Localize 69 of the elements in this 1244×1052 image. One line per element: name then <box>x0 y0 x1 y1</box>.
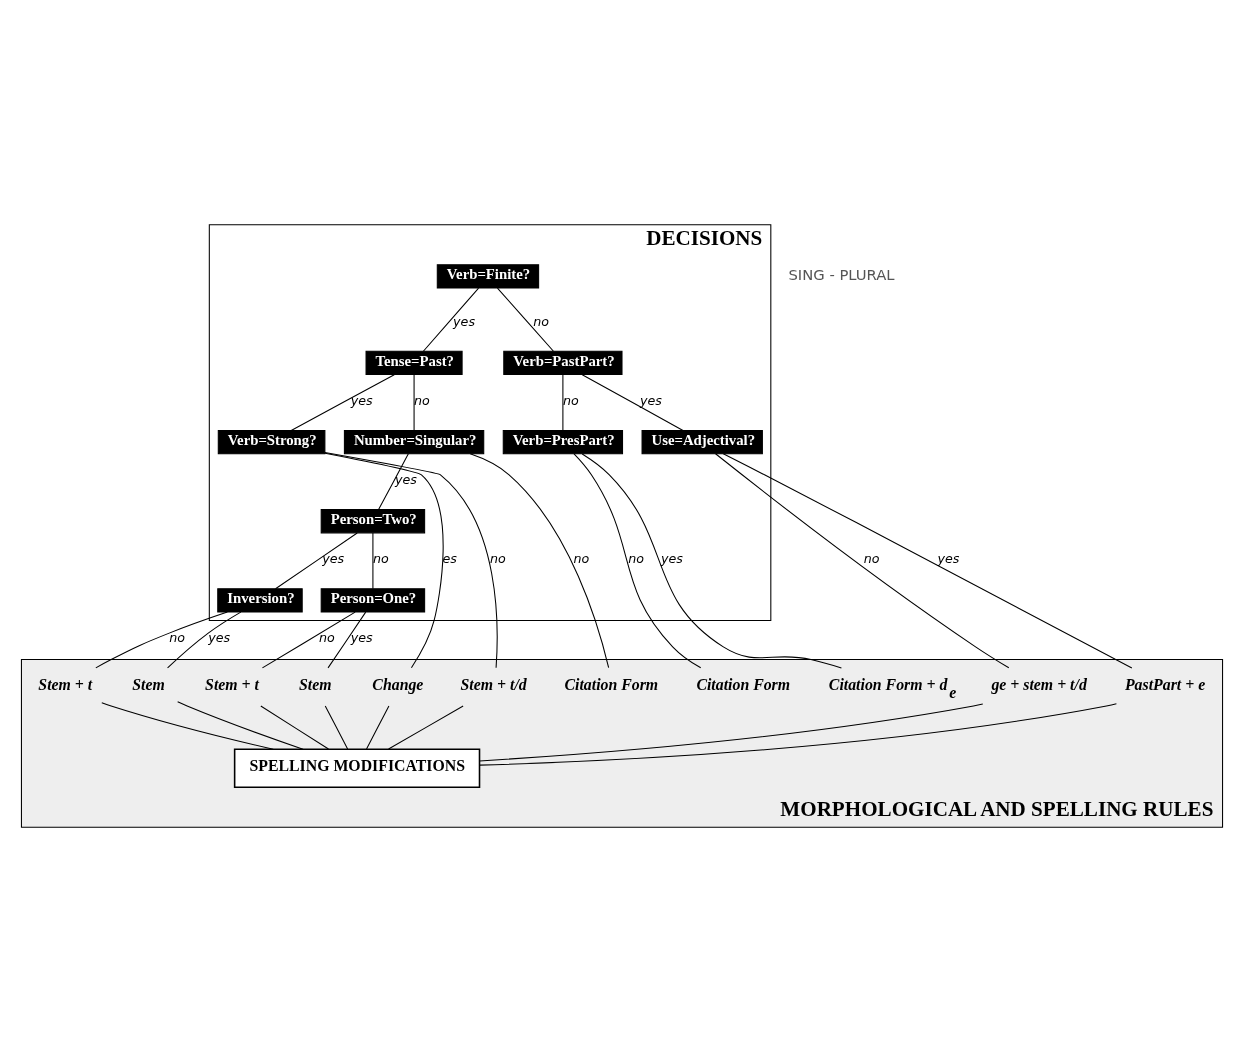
connector <box>177 701 304 750</box>
connector <box>581 374 684 431</box>
connector <box>327 611 367 669</box>
connector <box>372 532 374 590</box>
node-text: Stem + t <box>38 675 93 693</box>
connector <box>101 702 274 750</box>
connector <box>388 705 464 750</box>
connector <box>715 453 1010 669</box>
edge-label: yes <box>350 630 373 646</box>
edge-label: no <box>628 551 645 567</box>
node-text: ge + stem + t/d <box>991 675 1087 693</box>
connector <box>422 287 480 352</box>
edge-label: yes <box>661 551 683 567</box>
node-box: Tense=Past? <box>365 350 463 376</box>
node-text: Stem <box>132 675 165 693</box>
node-box: Use=Adjectival? <box>641 429 763 455</box>
node-text: Citation Form <box>696 675 791 693</box>
connector <box>413 374 415 431</box>
node-box: Person=One? <box>320 588 426 613</box>
edge-label: no <box>863 551 880 567</box>
edge-label: yes <box>453 313 475 329</box>
label: SING - PLURAL <box>788 266 895 284</box>
node-text: PastPart + e <box>1124 675 1206 693</box>
node-text: Stem + t/d <box>460 675 527 693</box>
connector <box>95 611 228 669</box>
connector <box>378 453 409 511</box>
edge-label: no <box>372 551 389 567</box>
node-box: SPELLING MODIFICATIONS <box>233 748 481 788</box>
node-box: Number=Singular? <box>343 429 485 455</box>
edge-label: no <box>490 551 506 567</box>
connector <box>167 611 242 669</box>
connector <box>275 532 358 590</box>
edge-label: yes <box>322 551 345 567</box>
node-box: Verb=Strong? <box>217 429 326 455</box>
node-box: Verb=Finite? <box>436 264 540 289</box>
node-box: Inversion? <box>217 588 303 613</box>
edge-label: yes <box>208 630 231 646</box>
node-text: Change <box>372 675 424 693</box>
edge-label: no <box>573 551 590 567</box>
connector <box>366 705 390 750</box>
connector <box>479 703 1117 766</box>
edge-label: yes <box>937 551 960 567</box>
node-box: Person=Two? <box>320 509 426 534</box>
connector <box>324 452 444 669</box>
edge-label: yes <box>639 392 662 408</box>
connector <box>496 287 554 352</box>
connector <box>261 611 356 669</box>
node-text: Stem <box>299 675 332 693</box>
edge-label: no <box>562 392 579 408</box>
edge-label: yes <box>350 392 373 408</box>
node-text: Citation Form <box>564 675 659 693</box>
edge-label: yes <box>395 471 417 487</box>
connector <box>260 705 330 750</box>
connector <box>469 453 610 669</box>
edge-label: es <box>442 551 457 567</box>
edge-label: no <box>533 313 550 329</box>
edge-label: no <box>319 630 335 646</box>
node-box: Verb=PresPart? <box>502 429 624 455</box>
connector <box>573 453 702 669</box>
connector <box>324 705 349 750</box>
node-text: Stem + t <box>205 675 259 693</box>
connector <box>581 453 842 669</box>
connector <box>562 374 564 431</box>
connector <box>324 452 498 669</box>
connector <box>290 374 395 431</box>
connector <box>479 703 984 762</box>
connector <box>722 453 1133 669</box>
edge-label: no <box>169 630 185 646</box>
node-box: Verb=PastPart? <box>503 350 623 376</box>
